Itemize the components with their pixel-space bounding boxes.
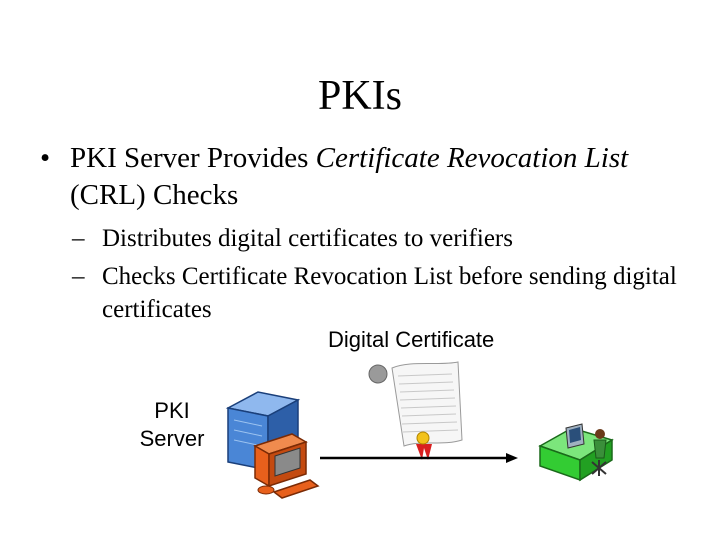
bullet-main-text-post: (CRL) Checks — [70, 179, 239, 211]
server-label-line2: Server — [139, 426, 205, 451]
sub-bullet-marker: – — [72, 225, 85, 252]
user-workstation-icon — [538, 423, 614, 482]
server-icon — [225, 391, 320, 499]
arrow-icon — [320, 453, 518, 463]
server-label-line1: PKI — [154, 398, 190, 423]
bullet-main-text-pre: PKI Server Provides — [70, 142, 316, 174]
server-label: PKI Server — [132, 397, 212, 453]
certificate-label: Digital Certificate — [328, 327, 495, 352]
bullet-main-text-italic: Certificate Revocation List — [315, 142, 629, 174]
sub-bullet-text: Checks Certificate Revocation List befor… — [102, 263, 677, 323]
sub-bullet-marker: – — [72, 263, 85, 290]
bullet-marker: • — [40, 142, 51, 174]
slide-title: PKIs — [317, 73, 403, 119]
bullet-main-text: PKI Server Provides Certificate Revocati… — [70, 140, 680, 214]
sub-bullet-text: Distributes digital certificates to veri… — [102, 225, 513, 252]
certificate-icon — [368, 361, 463, 460]
